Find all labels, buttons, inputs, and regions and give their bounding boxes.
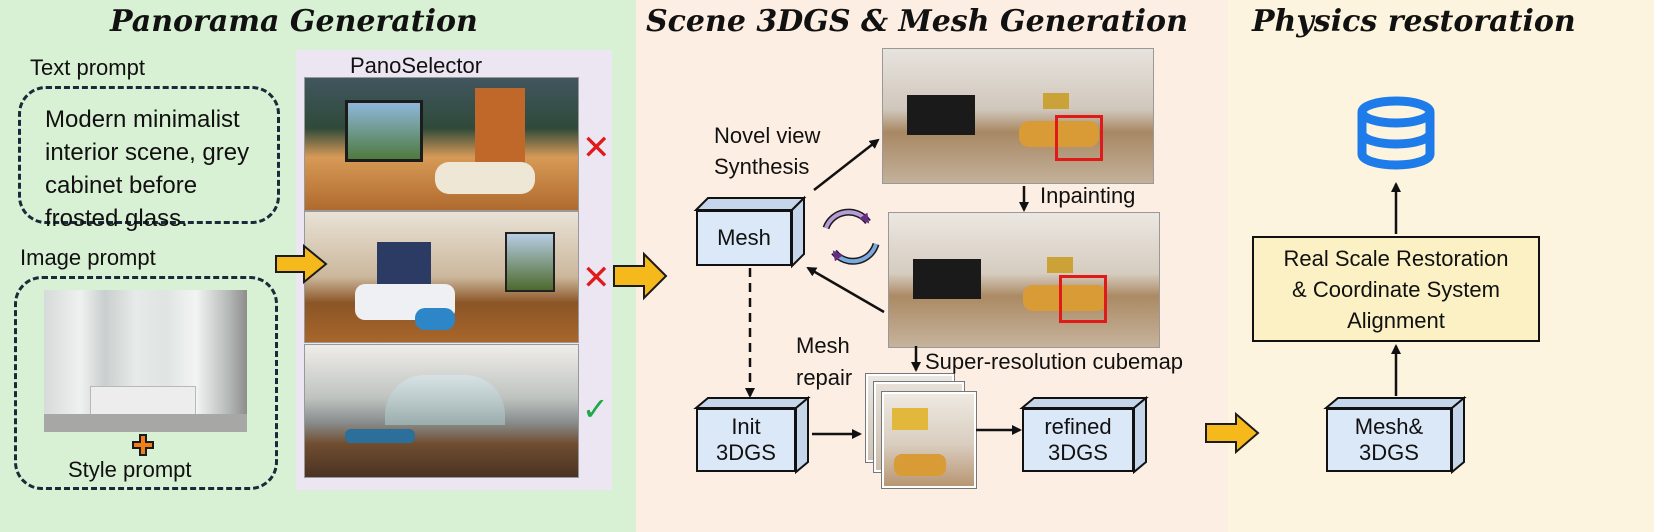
reject-mark-1: ✕ <box>582 128 611 168</box>
inpainted-to-mesh-arrow <box>806 266 885 314</box>
style-prompt-label: Style prompt <box>68 457 192 482</box>
mesh-repair-label: Mesh repair <box>796 333 853 390</box>
mesh-to-novel-view-arrow <box>813 138 880 191</box>
restoration-label: Real Scale Restoration & Coordinate Syst… <box>1283 245 1509 333</box>
refresh-cycle-icon <box>822 208 880 265</box>
cabinet-shape <box>90 386 196 418</box>
text-prompt-label: Text prompt <box>30 55 145 80</box>
image-to-selector-arrow <box>275 243 328 285</box>
init-box-3d-faces <box>693 395 811 475</box>
mesh-3dgs-box: Mesh& 3DGS <box>1326 408 1452 472</box>
novel-view-image <box>882 48 1154 184</box>
super-resolution-label: Super-resolution cubemap <box>925 349 1184 374</box>
scene-generation-title: Scene 3DGS & Mesh Generation <box>646 4 1188 39</box>
candidate-panorama-3 <box>304 344 579 478</box>
plus-icon <box>132 434 154 456</box>
inpainted-image <box>888 212 1160 348</box>
inpainted-red-box <box>1059 275 1107 323</box>
pano-selector-title: PanoSelector <box>350 53 483 78</box>
database-icon <box>1357 96 1435 170</box>
image-prompt-photo <box>44 290 247 432</box>
cubemap-face-3 <box>882 392 976 488</box>
inpainting-label: Inpainting <box>1040 183 1136 208</box>
text-prompt-content: Modern minimalist interior scene, grey c… <box>45 106 250 232</box>
reject-mark-2: ✕ <box>582 258 611 298</box>
selector-to-scene-arrow <box>613 251 668 301</box>
mesh-box-3d-faces <box>693 195 807 269</box>
restoration-box: Real Scale Restoration & Coordinate Syst… <box>1252 236 1540 342</box>
floor-shape <box>44 414 247 432</box>
image-prompt-box <box>14 276 278 490</box>
scene-to-physics-arrow <box>1205 411 1260 455</box>
physics-restoration-title: Physics restoration <box>1252 4 1576 39</box>
candidate-panorama-1 <box>304 77 579 211</box>
image-prompt-label: Image prompt <box>20 245 156 270</box>
candidate-panorama-2 <box>304 211 579 343</box>
refined-3dgs-box: refined 3DGS <box>1022 408 1134 472</box>
accept-mark: ✓ <box>582 390 609 428</box>
panorama-generation-title: Panorama Generation <box>110 4 478 39</box>
novel-view-synthesis-label: Novel view Synthesis <box>714 123 821 179</box>
refined-box-3d-faces <box>1019 395 1149 475</box>
mesh3dgs-box-3d-faces <box>1323 395 1467 475</box>
mesh-box: Mesh <box>696 210 792 266</box>
text-prompt-box: Modern minimalist interior scene, grey c… <box>18 86 280 232</box>
novel-view-red-box <box>1055 115 1103 161</box>
